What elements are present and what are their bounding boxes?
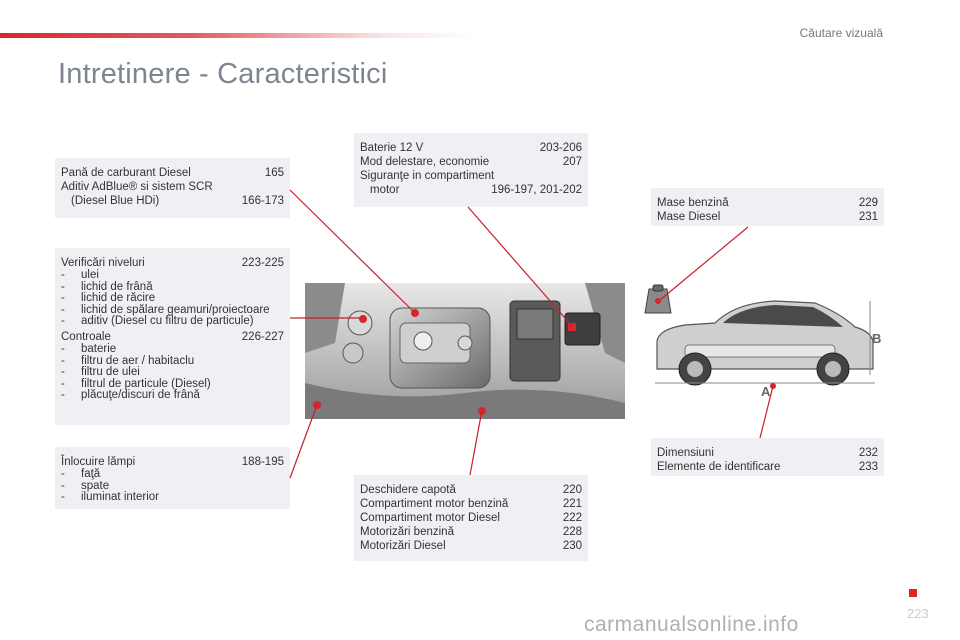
fuses-subrow[interactable]: motor 196-197, 201-202 (360, 183, 582, 197)
lamps-row[interactable]: Înlocuire lămpi 188-195 (61, 455, 284, 469)
list-item: -lichid de spălare geamuri/proiectoare (61, 303, 270, 316)
load-shedding-page: 207 (562, 156, 582, 168)
list-item: -iluminat interior (61, 491, 159, 504)
controls-page: 226-227 (241, 330, 284, 343)
watermark: carmanualsonline.info (584, 613, 799, 636)
list-item: -filtrul de particule (Diesel) (61, 377, 211, 390)
page-title: Intretinere - Caracteristici (58, 58, 388, 90)
controls-row[interactable]: Controale 226-227 (61, 330, 284, 344)
load-shedding-label: Mod delestare, economie (360, 156, 490, 168)
list-item: -lichid de frână (61, 280, 153, 293)
list-item: -spate (61, 479, 110, 492)
height-label: B (872, 331, 881, 346)
footer-accent-square (909, 589, 917, 597)
list-item: -faţă (61, 468, 101, 480)
load-shedding-row[interactable]: Mod delestare, economie 207 (360, 155, 582, 169)
leader-line-masses (659, 226, 749, 301)
adblue-row-label: Aditiv AdBlue® si sistem SCR (61, 181, 213, 193)
fuses-sub-label: motor (370, 184, 400, 196)
page-number: 223 (907, 606, 929, 621)
battery-page: 203-206 (539, 142, 582, 154)
list-item: -ulei (61, 269, 99, 281)
adblue-subrow-page: 166-173 (241, 195, 284, 207)
fuses-row[interactable]: Siguranţe in compartiment (360, 169, 582, 183)
fuses-sub-page: 196-197, 201-202 (491, 184, 582, 196)
levels-page: 223-225 (241, 257, 284, 269)
leader-line-fuel (289, 189, 416, 314)
list-item: -filtru de ulei (61, 366, 140, 379)
controls-label: Controale (61, 330, 111, 343)
fuses-label: Siguranţe in compartiment (360, 170, 495, 182)
list-item: -lichid de răcire (61, 292, 156, 305)
fuel-row-label: Pană de carburant Diesel (61, 167, 191, 179)
car-side-illustration: A B (655, 300, 881, 399)
length-label: A (761, 384, 771, 399)
lamps-label: Înlocuire lămpi (61, 456, 136, 468)
fuel-box: Pană de carburant Diesel 165 Aditiv AdBl… (55, 158, 290, 218)
list-item: -plăcuţe/discuri de frână (61, 389, 200, 402)
list-item: -filtru de aer / habitaclu (61, 354, 195, 367)
adblue-row[interactable]: Aditiv AdBlue® si sistem SCR (61, 180, 284, 194)
battery-row[interactable]: Baterie 12 V 203-206 (360, 141, 582, 155)
list-item: -baterie (61, 342, 117, 355)
fuel-row[interactable]: Pană de carburant Diesel 165 (61, 166, 284, 180)
fuel-row-page: 165 (264, 167, 284, 179)
engine-bay-illustration (305, 283, 625, 419)
list-item: -aditiv (Diesel cu filtru de particule) (61, 315, 254, 328)
adblue-subrow[interactable]: (Diesel Blue HDi) 166-173 (61, 194, 284, 208)
lamps-box: Înlocuire lămpi 188-195 -faţă -spate -il… (55, 447, 290, 509)
leader-line-battery (467, 206, 573, 327)
header-accent-bar (0, 33, 480, 38)
leader-line-lamps (289, 404, 318, 479)
leader-line-dimensions (759, 385, 774, 439)
battery-label: Baterie 12 V (360, 142, 424, 154)
lamps-page: 188-195 (241, 456, 284, 468)
mass-weight-icon (644, 284, 672, 314)
checks-box: Verificări niveluri 223-225 -ulei -lichi… (55, 248, 290, 425)
levels-row[interactable]: Verificări niveluri 223-225 (61, 256, 284, 270)
section-breadcrumb[interactable]: Căutare vizuală (799, 26, 883, 40)
battery-box: Baterie 12 V 203-206 Mod delestare, econ… (354, 133, 588, 207)
adblue-subrow-label: (Diesel Blue HDi) (71, 195, 160, 207)
leader-line-engine (469, 409, 483, 476)
levels-label: Verificări niveluri (61, 257, 145, 269)
